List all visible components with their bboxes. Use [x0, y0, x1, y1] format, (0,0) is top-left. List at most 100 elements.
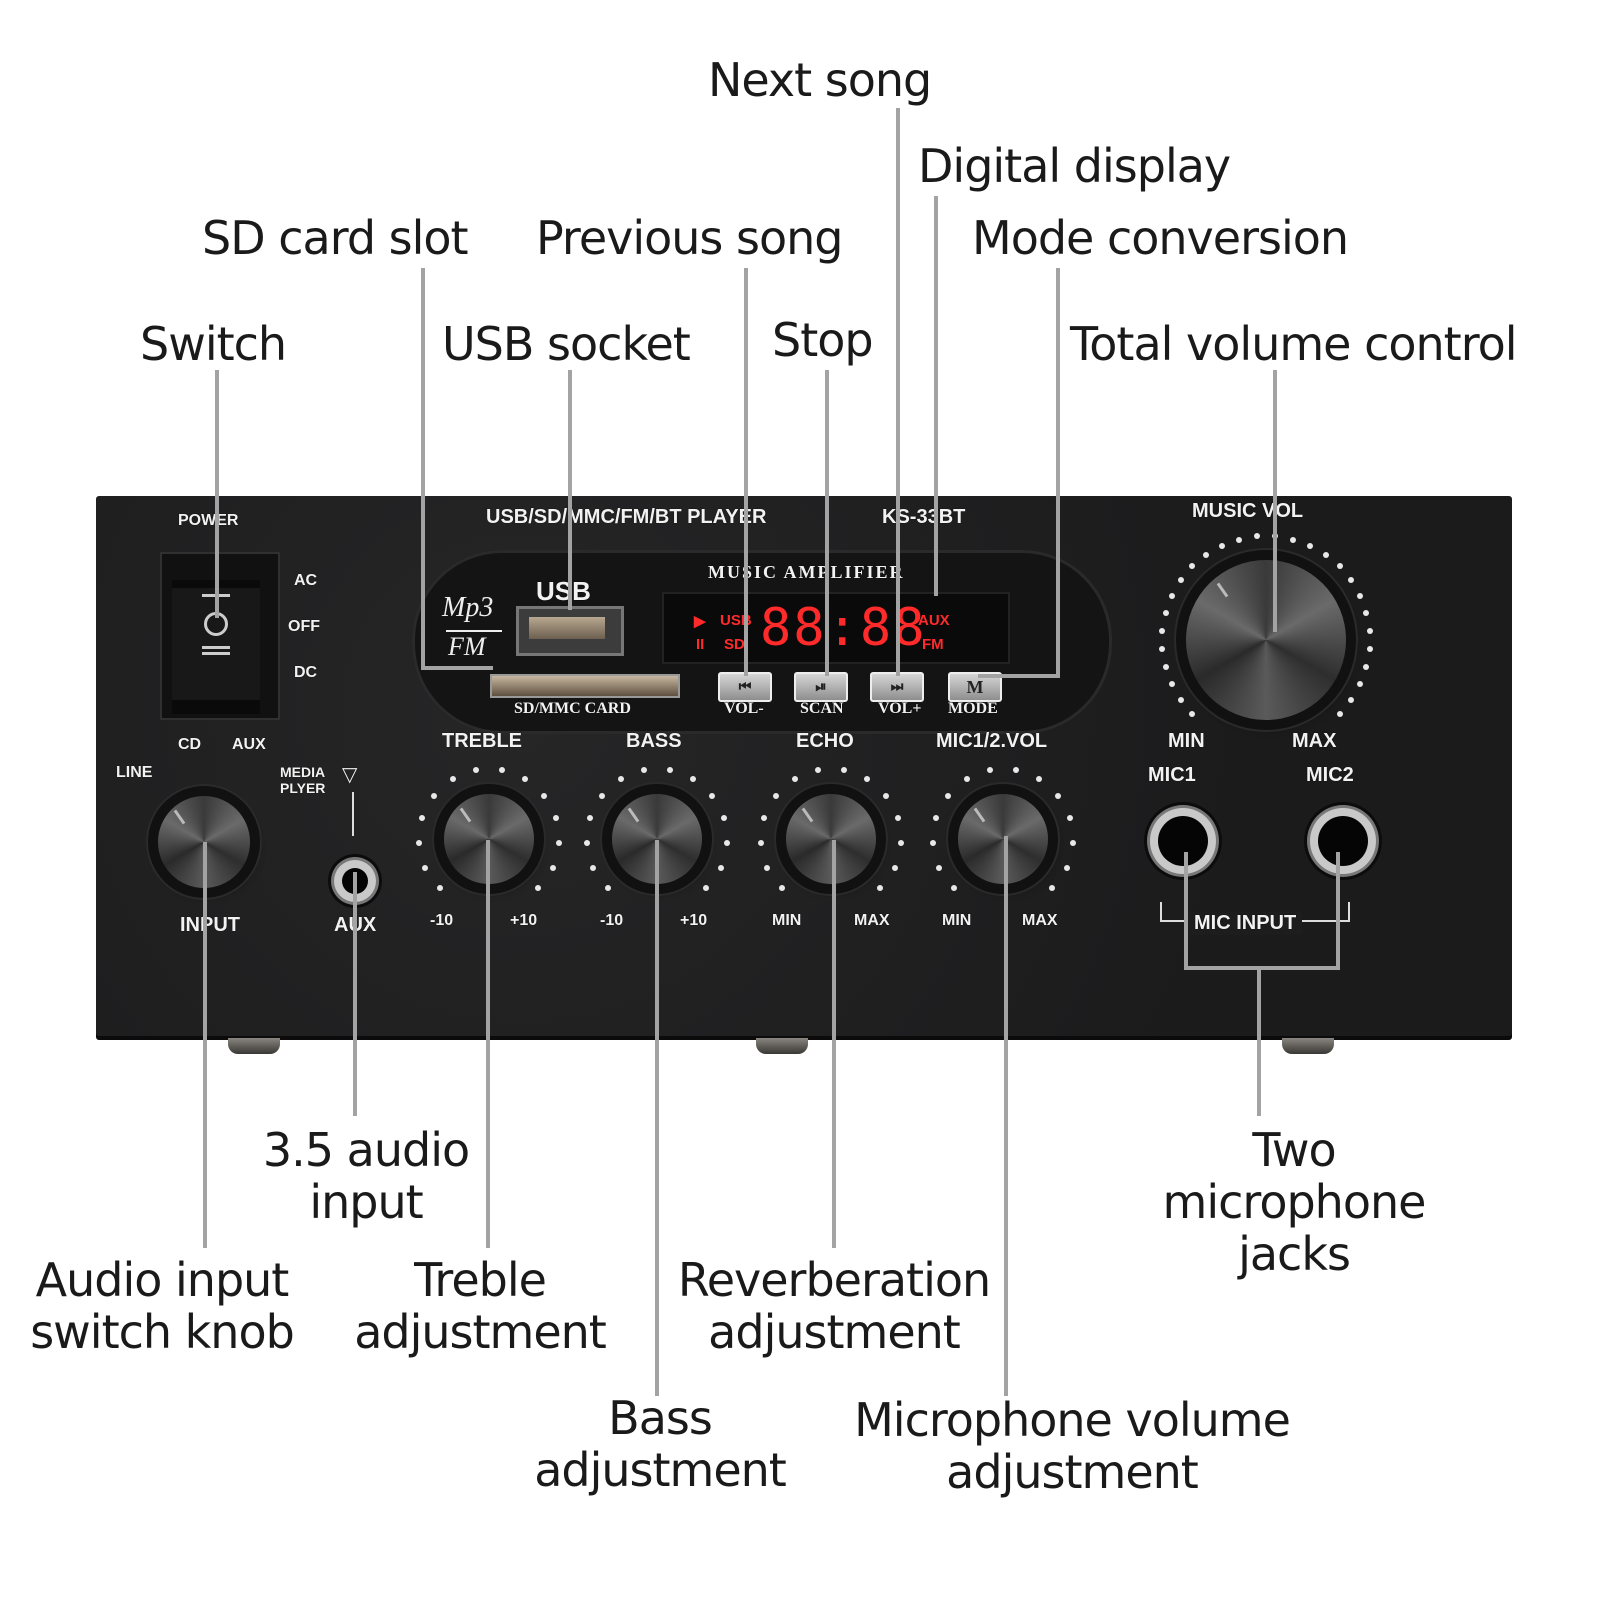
scale-dot [535, 885, 542, 892]
leader-mic-jacks [1257, 966, 1261, 1116]
mic2-label: MIC2 [1306, 764, 1354, 786]
echo-max: MAX [854, 912, 890, 929]
scale-dot [1363, 610, 1370, 617]
mic-volume-knob[interactable] [958, 794, 1048, 884]
bass-min: -10 [600, 912, 624, 929]
echo-label: ECHO [796, 730, 854, 752]
mic1-label: MIC1 [1148, 764, 1196, 786]
next-song-button[interactable]: ⏭ [870, 672, 924, 702]
scale-dot [1348, 577, 1355, 584]
scale-dot [772, 792, 779, 799]
leader-mic-h [1184, 966, 1340, 970]
aux-arrow-icon: ▽ [342, 764, 358, 786]
callout-treble-adjustment: Treble adjustment [354, 1253, 607, 1359]
scale-dot [436, 885, 443, 892]
scale-dot [641, 767, 648, 774]
scale-dot [897, 840, 904, 847]
leader-next-song [896, 108, 900, 676]
scale-dot [1189, 563, 1196, 570]
scale-dot [617, 776, 624, 783]
callout-microphone-volume-adjustment: Microphone volume adjustment [854, 1393, 1291, 1499]
scale-dot [1336, 563, 1343, 570]
scale-dot [666, 767, 673, 774]
fm-logo: FM [448, 632, 486, 661]
scale-dot [598, 792, 605, 799]
logo-divider [446, 630, 502, 632]
digital-display: ▶ II USB SD 88:88 AUX FM [662, 592, 1010, 664]
mp3-logo: Mp3 [442, 592, 494, 623]
callout-digital-display: Digital display [918, 139, 1231, 193]
scale-dot [1012, 767, 1019, 774]
scale-dot [1336, 710, 1343, 717]
scale-dot [1366, 646, 1373, 653]
leader-switch [215, 370, 219, 618]
scale-dot [1177, 577, 1184, 584]
music-amplifier-title: MUSIC AMPLIFIER [708, 562, 905, 582]
previous-song-button[interactable]: ⏮ [718, 672, 772, 702]
mic2-jack[interactable] [1318, 816, 1368, 866]
echo-knob[interactable] [786, 794, 876, 884]
input-pos-cd: CD [178, 736, 202, 753]
scale-dot [1366, 627, 1373, 634]
scale-dot [422, 864, 429, 871]
scale-dot [430, 792, 437, 799]
callout-next-song: Next song [708, 53, 932, 107]
scale-dot [1049, 885, 1056, 892]
mic-vol-max: MAX [1022, 912, 1058, 929]
scale-dot [1177, 696, 1184, 703]
sd-indicator: SD [724, 636, 745, 653]
scale-dot [473, 767, 480, 774]
scale-dot [555, 840, 562, 847]
scale-dot [1063, 864, 1070, 871]
scale-dot [723, 840, 730, 847]
callout-reverberation-adjustment: Reverberation adjustment [677, 1253, 991, 1359]
foot-right [1282, 1038, 1334, 1054]
scale-dot [761, 815, 768, 822]
music-volume-knob[interactable] [1186, 560, 1346, 720]
stop-scan-button[interactable]: ⏯ [794, 672, 848, 702]
mic1-jack[interactable] [1158, 816, 1208, 866]
scale-dot [815, 767, 822, 774]
scan-label: SCAN [800, 700, 844, 717]
dc-mark-icon [202, 646, 230, 649]
bass-label: BASS [626, 730, 682, 752]
leader-digital-display [934, 196, 938, 596]
power-pos-ac: AC [294, 572, 318, 589]
treble-label: TREBLE [442, 730, 522, 752]
usb-socket[interactable] [516, 606, 624, 656]
input-pos-media: MEDIA [280, 764, 326, 780]
scale-dot [604, 885, 611, 892]
scale-dot [549, 864, 556, 871]
sd-card-slot[interactable] [490, 674, 680, 698]
amplifier-front-panel: POWER AC OFF DC USB/SD/MMC/FM/BT PLAYER … [96, 496, 1512, 1036]
scale-dot [498, 767, 505, 774]
scale-dot [416, 840, 423, 847]
leader-mic2 [1336, 852, 1340, 970]
model-number: KS-33BT [882, 506, 966, 528]
scale-dot [944, 792, 951, 799]
callout-stop: Stop [772, 313, 874, 367]
callout-mode-conversion: Mode conversion [972, 211, 1349, 265]
player-header: USB/SD/MMC/FM/BT PLAYER [486, 506, 767, 528]
scale-dot [840, 767, 847, 774]
callout-bass-adjustment: Bass adjustment [534, 1391, 787, 1497]
scale-dot [933, 815, 940, 822]
scale-dot [541, 792, 548, 799]
aux-indicator: AUX [918, 612, 950, 629]
input-label: INPUT [180, 914, 240, 936]
callout-total-volume-control: Total volume control [1070, 317, 1518, 371]
aux-guide-line [352, 792, 354, 836]
scale-dot [1348, 696, 1355, 703]
scale-dot [1159, 627, 1166, 634]
scale-dot [1168, 680, 1175, 687]
scale-dot [449, 776, 456, 783]
foot-center [756, 1038, 808, 1054]
scale-dot [1055, 792, 1062, 799]
mic-vol-label: MIC1/2.VOL [936, 730, 1048, 752]
scale-dot [1189, 710, 1196, 717]
leader-usb [568, 370, 572, 610]
scale-dot [1289, 536, 1296, 543]
callout-audio-input-switch-knob: Audio input switch knob [30, 1253, 295, 1359]
scale-dot [930, 840, 937, 847]
sd-card-label: SD/MMC CARD [514, 700, 631, 717]
